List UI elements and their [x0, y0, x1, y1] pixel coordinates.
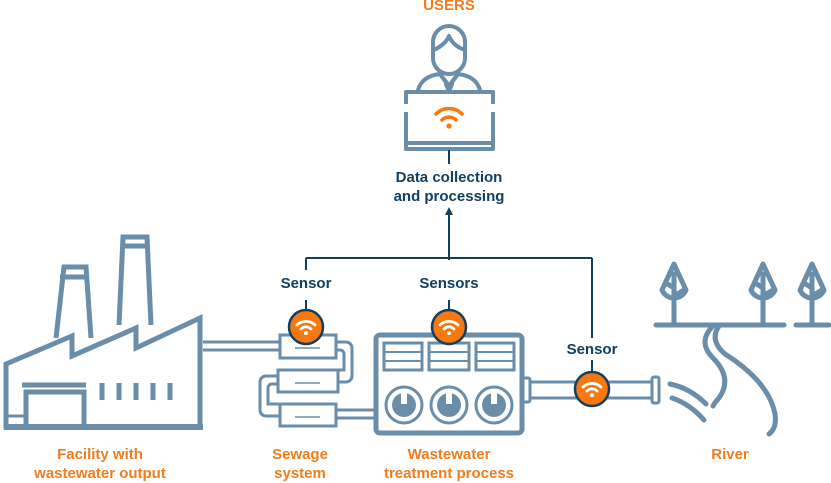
pipe-factory-to-sewage: [203, 340, 280, 352]
laptop-icon: [404, 90, 495, 151]
sensor-label-pipe: Sensor: [566, 341, 618, 358]
wifi-icon: [434, 106, 464, 129]
stage-label-treatment: Wastewater treatment process: [369, 445, 529, 483]
stage-label-line1: Wastewater: [407, 446, 491, 463]
water-stream-icon: [667, 381, 709, 423]
sensor-badge-sewage[interactable]: [287, 308, 325, 346]
hub-label-line2: and processing: [393, 188, 505, 205]
treatment-panel-icon: [373, 332, 525, 436]
dial-icon: [384, 385, 424, 425]
connector-lines: [305, 150, 593, 372]
stage-label-line1: River: [711, 446, 749, 463]
sensor-label-treatment: Sensors: [419, 275, 479, 292]
stage-label-line2: system: [274, 465, 326, 482]
river-trees-icon: [653, 261, 831, 437]
users-title: USERS: [423, 0, 475, 14]
factory-icon: [3, 234, 203, 430]
stage-label-river: River: [690, 445, 770, 464]
arrow-head: [445, 207, 453, 215]
stage-label-line1: Facility with: [57, 446, 143, 463]
user-icon: [416, 24, 482, 94]
dial-icon: [474, 385, 514, 425]
hub-label: Data collection and processing: [369, 168, 529, 206]
sensor-badge-treatment[interactable]: [430, 308, 468, 346]
stage-label-sewage: Sewage system: [250, 445, 350, 483]
sensor-label-sewage: Sensor: [280, 275, 332, 292]
stage-label-line2: wastewater output: [34, 465, 166, 482]
stage-label-line1: Sewage: [272, 446, 328, 463]
dial-icon: [429, 385, 469, 425]
stage-label-facility: Facility with wastewater output: [10, 445, 190, 483]
sewage-pipes-icon: [258, 333, 378, 428]
treatment-displays: [382, 341, 516, 372]
stage-label-line2: treatment process: [383, 465, 515, 482]
sensor-badge-pipe[interactable]: [573, 370, 611, 408]
hub-label-line1: Data collection: [395, 169, 503, 186]
